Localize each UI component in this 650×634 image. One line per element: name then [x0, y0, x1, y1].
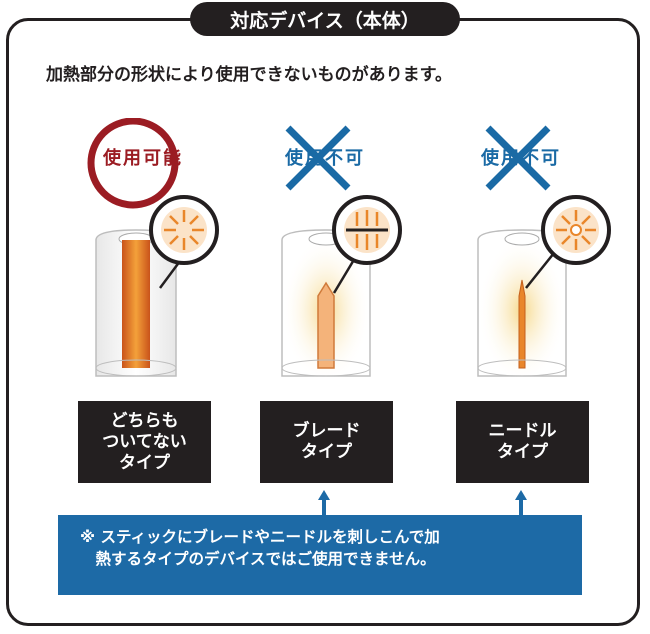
page-title: 対応デバイス（本体） [190, 2, 460, 36]
cross-icon [485, 125, 551, 191]
device-illustration [477, 125, 611, 377]
device-illustration [281, 125, 402, 377]
up-arrow-icon [515, 490, 527, 515]
cross-icon [285, 125, 351, 191]
device-card-compatible: 使用可能 どちらも ついてない タイプ [48, 118, 238, 488]
device-illustration [87, 118, 219, 377]
status-label: 使用不可 [285, 148, 365, 169]
needle-heater [518, 279, 526, 369]
ok-circle-icon [87, 118, 179, 209]
description-text: 加熱部分の形状により使用できないものがあります。 [46, 65, 452, 85]
device-card-needle: 使用不可 ニードル タイプ [426, 118, 616, 488]
status-label: 使用可能 [103, 148, 183, 169]
device-type-label: ニードル タイプ [456, 401, 589, 483]
device-type-label: ブレード タイプ [260, 401, 393, 483]
device-card-blade: 使用不可 ブレード タイプ [230, 118, 420, 488]
device-type-label: どちらも ついてない タイプ [78, 401, 211, 483]
heater-rod [122, 240, 150, 368]
blade-heater [317, 281, 335, 369]
caution-note: ※ スティックにブレードやニードルを刺しこんで加 熱するタイプのデバイスではご使… [58, 515, 582, 595]
up-arrow-icon [318, 490, 330, 515]
status-label: 使用不可 [481, 148, 561, 169]
